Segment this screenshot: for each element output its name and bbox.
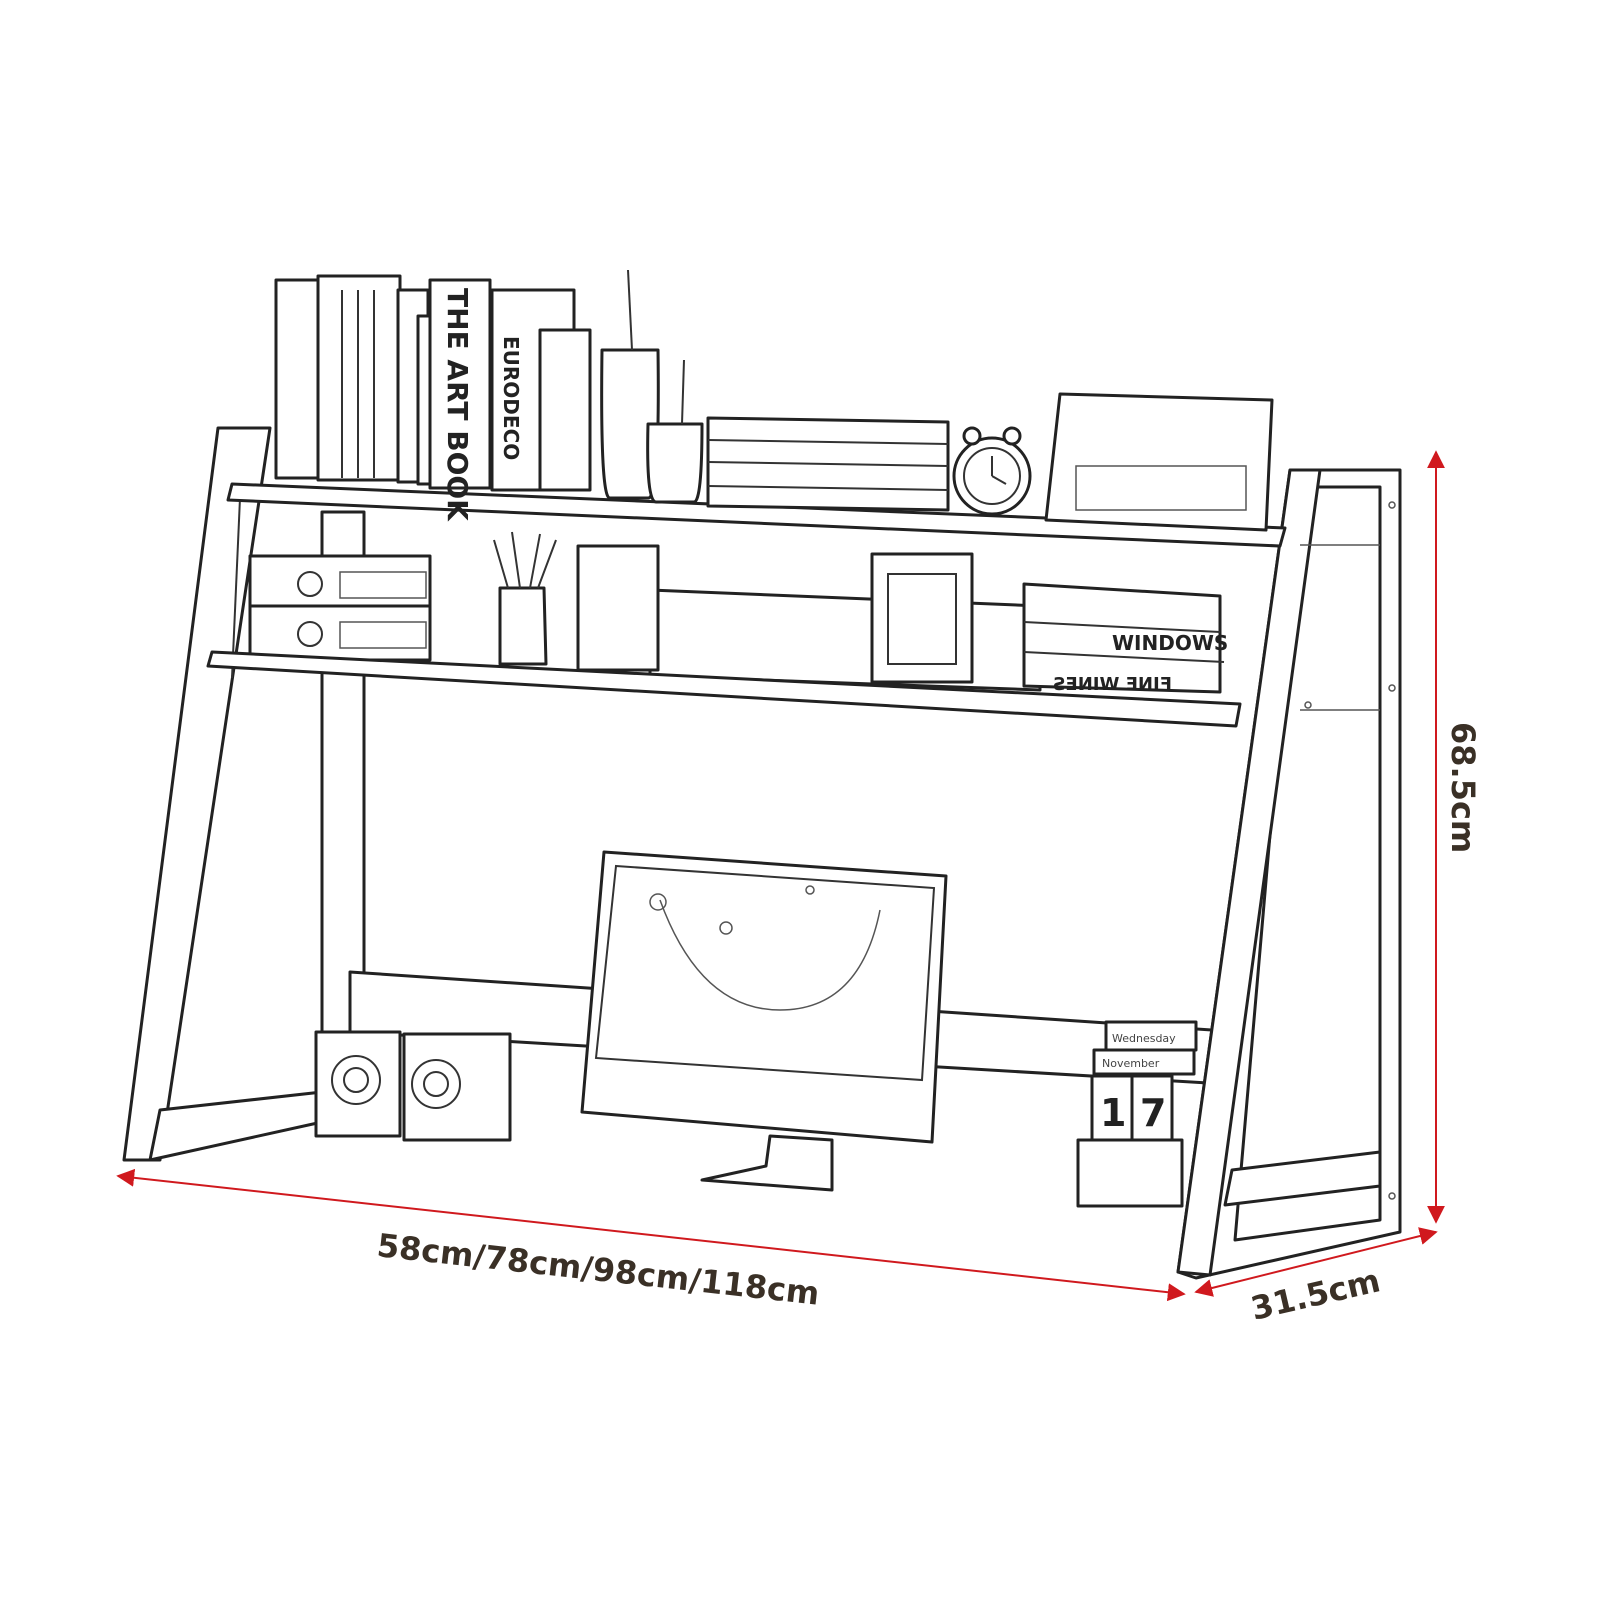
depth-label: 31.5cm xyxy=(1247,1261,1383,1328)
fine-wines-title: FINE WINES xyxy=(1053,674,1173,695)
bolt-hole xyxy=(1388,684,1396,692)
vase xyxy=(600,348,660,500)
clock-face xyxy=(963,447,1021,505)
middle-back-board xyxy=(648,588,1042,692)
depth-arrow xyxy=(1194,1227,1438,1297)
width-arrow xyxy=(116,1168,1186,1302)
middle-shelf-board xyxy=(206,650,1242,728)
book xyxy=(274,278,326,480)
monitor-screen xyxy=(594,864,936,1082)
calendar-day-card xyxy=(1104,1020,1198,1052)
left-bottom-rail xyxy=(148,1090,324,1162)
top-shelf-board xyxy=(226,482,1287,548)
speaker-cone xyxy=(331,1055,381,1105)
box-handle xyxy=(297,571,323,597)
box-label xyxy=(339,621,427,649)
windows-title: WINDOWS xyxy=(1112,631,1228,655)
bolt-hole xyxy=(1388,501,1396,509)
calendar-month: November xyxy=(1102,1057,1160,1070)
right-bottom-rail xyxy=(1223,1150,1382,1207)
vase-stem xyxy=(627,269,633,351)
middle-shelf xyxy=(206,650,1242,728)
bolt-hole xyxy=(1304,701,1312,709)
box-label xyxy=(339,571,427,599)
calendar-digit-block xyxy=(1130,1074,1174,1144)
speakers xyxy=(314,1030,512,1142)
art-book-title: THE ART BOOK xyxy=(441,288,474,522)
photo-stand xyxy=(1044,392,1274,532)
left-inner-edge xyxy=(231,497,241,679)
top-shelf xyxy=(226,482,1287,548)
pencils xyxy=(493,531,557,589)
speaker-right xyxy=(402,1032,512,1142)
width-label: 58cm/78cm/98cm/118cm xyxy=(375,1226,821,1313)
right-side-frame xyxy=(1176,468,1402,1280)
calendar-base xyxy=(1076,1138,1184,1208)
calendar-month-card xyxy=(1092,1048,1196,1076)
photo-panel xyxy=(1075,465,1247,511)
box-handle xyxy=(297,621,323,647)
speaker-cone-inner xyxy=(343,1067,369,1093)
eurodeco-title: EURODECO xyxy=(499,336,523,460)
book-edge xyxy=(1023,621,1221,633)
clock-bell xyxy=(1002,426,1022,446)
bolt-hole xyxy=(1388,1192,1396,1200)
pen-cup xyxy=(646,422,704,504)
clock-bell xyxy=(962,426,982,446)
speaker-left xyxy=(314,1030,402,1138)
webcam xyxy=(805,885,815,895)
book-edge xyxy=(1023,651,1225,663)
notebook xyxy=(576,544,660,672)
calendar-digit-2: 7 xyxy=(1140,1091,1166,1135)
clock-hand xyxy=(991,475,1007,485)
left-front-leg xyxy=(122,426,272,1162)
calendar-digit-1: 1 xyxy=(1100,1091,1126,1135)
screen-graphic xyxy=(659,899,881,1011)
right-inner-opening xyxy=(1233,485,1382,1242)
calendar-day-name: Wednesday xyxy=(1112,1032,1176,1045)
book-edge xyxy=(707,439,949,445)
desk-calendar: Wednesday November 1 7 xyxy=(1076,1020,1198,1208)
art-book xyxy=(428,278,492,490)
height-label: 68.5cm xyxy=(1444,722,1482,853)
top-shelf-items: THE ART BOOK EURODECO xyxy=(274,269,1274,532)
book xyxy=(538,328,592,492)
book-edge xyxy=(707,461,949,467)
photo-frame-inner xyxy=(887,573,957,665)
screen-dot xyxy=(719,921,733,935)
pencil-cup xyxy=(498,586,548,666)
speaker-cone xyxy=(411,1059,461,1109)
monitor xyxy=(580,850,948,1192)
book-edge xyxy=(707,485,949,491)
monitor-body xyxy=(580,850,948,1144)
dimension-lines xyxy=(116,450,1445,1302)
speaker-cone-inner xyxy=(423,1071,449,1097)
left-side-frame xyxy=(122,426,324,1162)
pen xyxy=(681,359,685,425)
screen-dot xyxy=(649,893,667,911)
middle-shelf-items: WINDOWS FINE WINES xyxy=(248,531,1228,695)
monitor-stand xyxy=(700,1134,834,1192)
